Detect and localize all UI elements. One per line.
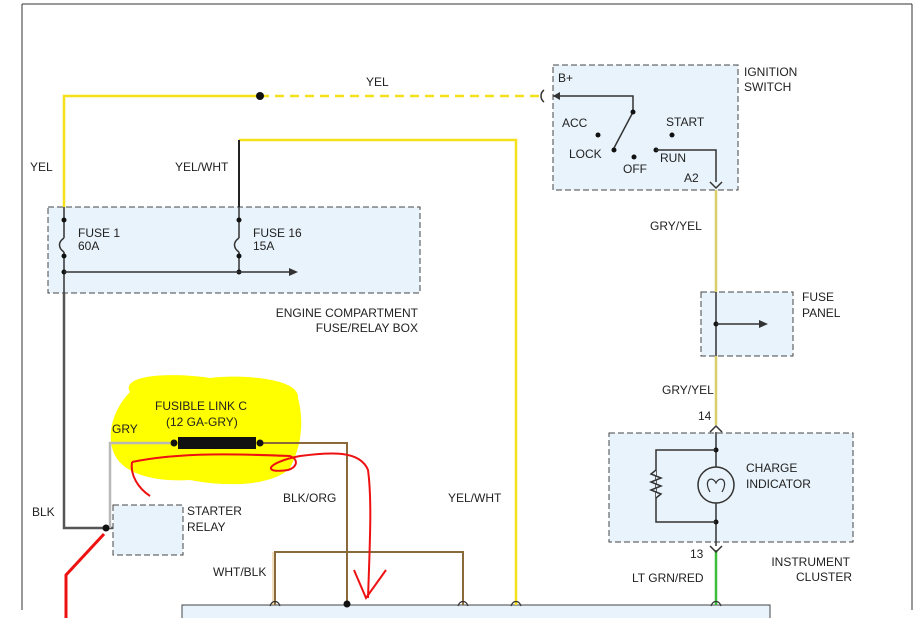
bottom-connector-1-icon <box>269 600 281 607</box>
label-wht-blk: WHT/BLK <box>213 565 266 579</box>
fuse1-node-top <box>61 217 67 223</box>
fuse-relay-box <box>47 206 421 294</box>
ignition-run-line <box>656 149 717 182</box>
label-lt-grn-red: LT GRN/RED <box>632 571 704 585</box>
yel-junction-node <box>256 92 264 100</box>
bottom-connector-3-icon <box>510 600 522 607</box>
label-yel-wht-bottom: YEL/WHT <box>448 491 502 505</box>
label-yel-left: YEL <box>30 160 53 174</box>
ignition-lock-contact <box>611 147 617 153</box>
bottom-junction-node <box>343 600 351 608</box>
fuse1-symbol <box>58 237 65 253</box>
cluster-pin-13: 13 <box>690 547 704 561</box>
label-gry: GRY <box>112 422 138 436</box>
fuse-panel-title-line2: PANEL <box>802 306 841 320</box>
charge-indicator-lamp-icon <box>697 466 735 504</box>
charge-indicator-line2: INDICATOR <box>746 477 811 491</box>
fuse-box-title-line1: ENGINE COMPARTMENT <box>276 306 419 320</box>
fusible-link-body <box>178 437 256 449</box>
ignition-off-label: OFF <box>623 162 647 176</box>
charge-indicator-line1: CHARGE <box>746 461 797 475</box>
fuse-bus-arrow-icon <box>289 268 298 276</box>
ignition-a2-connector-icon <box>709 181 723 190</box>
fuse-box-title-line2: FUSE/RELAY BOX <box>316 321 418 335</box>
bottom-component-box <box>181 604 771 618</box>
ignition-start-label: START <box>666 115 705 129</box>
starter-relay-node <box>102 524 110 532</box>
yellow-highlight <box>110 375 302 485</box>
fusible-link-spec: (12 GA-GRY) <box>166 415 238 429</box>
bottom-connector-4-icon <box>710 600 722 607</box>
fuse1-node-mid <box>61 253 67 259</box>
cluster-pin13-connector-icon <box>709 545 723 554</box>
ignition-acc-label: ACC <box>562 116 588 130</box>
starter-relay-title-line1: STARTER <box>187 504 242 518</box>
red-annotation-arrow-icon <box>353 569 387 601</box>
red-wire <box>64 532 106 618</box>
fuse16-symbol <box>233 237 240 253</box>
fuse16-node-mid <box>236 253 242 259</box>
wire-gry <box>108 441 170 528</box>
fuse16-name: FUSE 16 <box>253 226 302 240</box>
fusible-link-node-right <box>256 439 264 447</box>
label-blk-org: BLK/ORG <box>283 491 336 505</box>
label-yel-top: YEL <box>366 75 389 89</box>
cluster-pin-14: 14 <box>698 409 712 423</box>
starter-relay-title-line2: RELAY <box>187 520 225 534</box>
fuse1-rating: 60A <box>78 239 99 253</box>
fuse1-name: FUSE 1 <box>78 226 120 240</box>
ignition-run-label: RUN <box>660 151 686 165</box>
ignition-pivot <box>630 109 636 115</box>
label-yel-wht-top: YEL/WHT <box>175 160 229 174</box>
red-annotation-hook <box>130 461 151 497</box>
wire-yel-wht <box>239 138 518 605</box>
ignition-title-line2: SWITCH <box>744 80 791 94</box>
fuse-panel-title-line1: FUSE <box>802 290 834 304</box>
ignition-pin-a2: A2 <box>684 171 699 185</box>
fusible-link-node-left <box>170 439 178 447</box>
wire-yel-left <box>62 94 260 207</box>
cluster-title-line2: CLUSTER <box>796 570 852 584</box>
ignition-lock-label: LOCK <box>569 147 602 161</box>
ignition-switch-arm <box>613 111 634 149</box>
fuse16-rating: 15A <box>253 239 274 253</box>
label-gry-yel-upper: GRY/YEL <box>650 219 702 233</box>
fuse-panel-arrow-icon <box>759 320 768 328</box>
ignition-title-line1: IGNITION <box>744 65 797 79</box>
lamp-filament-icon <box>706 478 726 493</box>
label-gry-yel-lower: GRY/YEL <box>662 383 714 397</box>
ignition-off-contact <box>631 154 637 160</box>
cluster-pin14-connector-icon <box>709 424 723 433</box>
starter-relay-box <box>112 504 184 556</box>
ignition-switch-box <box>552 64 739 191</box>
ignition-b-plus-arrow-icon <box>553 92 560 100</box>
cluster-title-line1: INSTRUMENT <box>771 555 850 569</box>
fuse16-node-top <box>236 217 242 223</box>
fusible-link-title: FUSIBLE LINK C <box>155 399 247 413</box>
label-blk: BLK <box>32 505 55 519</box>
wire-blk <box>62 293 113 530</box>
ignition-b-plus: B+ <box>558 71 573 85</box>
ignition-b-plus-line <box>553 95 634 112</box>
red-annotation-curve <box>131 452 372 599</box>
ignition-acc-contact <box>595 132 601 138</box>
ignition-connector-icon <box>540 89 545 103</box>
bottom-connector-2-icon <box>457 600 469 607</box>
ignition-start-contact <box>669 132 675 138</box>
resistor-icon <box>648 469 664 499</box>
